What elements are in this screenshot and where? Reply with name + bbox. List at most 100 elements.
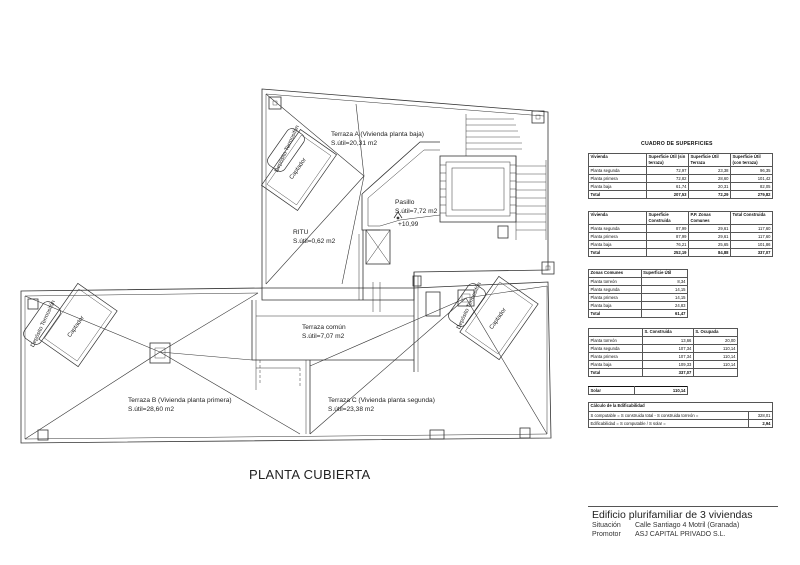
tank-terraza-c bbox=[448, 283, 486, 327]
cell: 72,97 bbox=[646, 166, 689, 175]
situacion-value: Calle Santiago 4 Motril (Granada) bbox=[635, 522, 740, 529]
table-useful-area: Vivienda Superficie Útil (sin terraza) S… bbox=[588, 153, 773, 199]
cell: 61,47 bbox=[640, 309, 689, 318]
cell: 72,82 bbox=[646, 174, 689, 183]
col-header bbox=[588, 328, 643, 337]
cell: 20,00 bbox=[692, 336, 739, 345]
cell: 207,53 bbox=[646, 190, 689, 199]
table-edificabilidad: Cálculo de la Edificabilidad S computabl… bbox=[588, 402, 774, 428]
situacion-row: Situación Calle Santiago 4 Motril (Granad… bbox=[592, 522, 739, 529]
cell: Planta torreón bbox=[588, 336, 643, 345]
room-ritu-name: RITU bbox=[293, 229, 309, 236]
table-total-row: Solar 110,14 bbox=[587, 386, 688, 395]
cell: 28,60 bbox=[688, 174, 731, 183]
table-row: Planta segunda 87,99 29,61 117,60 bbox=[588, 224, 773, 233]
table-row: Planta baja 76,21 25,65 101,86 bbox=[588, 240, 773, 249]
cell: Planta primera bbox=[588, 174, 647, 183]
table-row: S computable = S construida total - S co… bbox=[588, 411, 774, 420]
stair-core bbox=[439, 155, 517, 223]
room-ritu-area: S.útil=0,62 m2 bbox=[293, 238, 336, 245]
cell: Planta segunda bbox=[588, 166, 647, 175]
cell: Planta baja bbox=[588, 301, 642, 310]
cell: 76,21 bbox=[646, 240, 689, 249]
table-total-row: Edificabilidad = S computable / S solar … bbox=[588, 419, 774, 428]
table-built-occupied: S. Construida S. Ocupada Planta torreón … bbox=[588, 328, 739, 377]
cell: 107,34 bbox=[641, 352, 694, 361]
cell: Planta segunda bbox=[588, 344, 643, 353]
situacion-label: Situación bbox=[592, 522, 621, 529]
col-header: Cálculo de la Edificabilidad bbox=[588, 402, 773, 412]
table-row: Planta primera 87,99 29,61 117,60 bbox=[588, 232, 773, 241]
col-header: S. Ocupada bbox=[692, 328, 739, 337]
promotor-label: Promotor bbox=[592, 531, 621, 538]
col-header: Superficie Útil Terraza bbox=[688, 153, 731, 167]
room-terraza-b-area: S.útil=28,60 m2 bbox=[128, 406, 175, 413]
cell: 107,34 bbox=[641, 344, 694, 353]
room-terraza-c-name: Terraza C (Vivienda planta segunda) bbox=[328, 397, 435, 404]
cell: 101,86 bbox=[730, 240, 773, 249]
table-row: Planta primera 72,82 28,60 101,42 bbox=[588, 174, 773, 183]
col-header: Superficie Útil (sin terraza) bbox=[646, 153, 689, 167]
cell: 87,99 bbox=[646, 224, 689, 233]
cell: Planta baja bbox=[588, 240, 647, 249]
pasillo-level: +10,99 bbox=[398, 221, 419, 228]
cell: Total bbox=[588, 368, 643, 377]
tank-terraza-a bbox=[267, 128, 305, 172]
cell: 72,29 bbox=[688, 190, 731, 199]
promotor-row: Promotor ASJ CAPITAL PRIVADO S.L. bbox=[592, 531, 726, 538]
cell: 84,88 bbox=[688, 248, 731, 257]
cell: 328,01 bbox=[747, 411, 774, 420]
cell: S computable = S construida total - S co… bbox=[588, 411, 749, 420]
cell: 101,42 bbox=[730, 174, 773, 183]
table-row: Planta segunda 72,97 23,38 96,35 bbox=[588, 166, 773, 175]
cell: 8,34 bbox=[640, 277, 689, 286]
table-total-row: Total 337,07 bbox=[588, 368, 739, 377]
cell: 109,33 bbox=[641, 360, 694, 369]
solar-panel-terraza-b bbox=[38, 282, 118, 368]
project-title: Edificio plurifamiliar de 3 viviendas bbox=[592, 509, 753, 521]
table-row: Planta baja 24,83 bbox=[588, 301, 689, 310]
cell: 110,14 bbox=[634, 386, 688, 395]
cell: Total bbox=[588, 190, 647, 199]
table-total-row: Total 207,53 72,29 279,82 bbox=[588, 190, 773, 199]
cell: Planta baja bbox=[588, 360, 643, 369]
col-header: Superficie Construida bbox=[646, 211, 689, 225]
cell: Planta primera bbox=[588, 352, 643, 361]
cell: 110,14 bbox=[692, 360, 739, 369]
cell: 337,07 bbox=[641, 368, 694, 377]
table-row: Planta torreón 13,66 20,00 bbox=[588, 336, 739, 345]
cell: 23,38 bbox=[688, 166, 731, 175]
col-header: Superficie Útil bbox=[640, 269, 689, 278]
table-row: Planta primera 107,34 110,14 bbox=[588, 352, 739, 361]
title-block-rule bbox=[588, 506, 778, 507]
col-header: S. Construida bbox=[641, 328, 694, 337]
room-terraza-a-area: S.útil=20,31 m2 bbox=[331, 140, 378, 147]
cell: Planta baja bbox=[588, 182, 647, 191]
tank-terraza-b bbox=[23, 301, 61, 345]
cell: 110,14 bbox=[692, 352, 739, 361]
plan-title: PLANTA CUBIERTA bbox=[249, 467, 371, 482]
cell: Planta primera bbox=[588, 232, 647, 241]
cell: 82,05 bbox=[730, 182, 773, 191]
cell: 14,15 bbox=[640, 293, 689, 302]
promotor-value: ASJ CAPITAL PRIVADO S.L. bbox=[635, 531, 726, 538]
cell: 117,60 bbox=[730, 224, 773, 233]
cell: 25,65 bbox=[688, 240, 731, 249]
cell: 29,61 bbox=[688, 224, 731, 233]
table-row: Planta primera 14,15 bbox=[588, 293, 689, 302]
room-terraza-c-area: S.útil=23,38 m2 bbox=[328, 406, 375, 413]
room-terraza-comun-name: Terraza común bbox=[302, 324, 346, 331]
cell: 29,61 bbox=[688, 232, 731, 241]
cell: Planta segunda bbox=[588, 224, 647, 233]
cell: Planta torreón bbox=[588, 277, 642, 286]
table-row: Planta torreón 8,34 bbox=[588, 277, 689, 286]
cell: 96,35 bbox=[730, 166, 773, 175]
cell: 279,82 bbox=[730, 190, 773, 199]
cell: Planta primera bbox=[588, 293, 642, 302]
cell: 110,14 bbox=[692, 344, 739, 353]
cell: 87,99 bbox=[646, 232, 689, 241]
col-header: Superficie Útil (con terraza) bbox=[730, 153, 773, 167]
room-terraza-comun-area: S.útil=7,07 m2 bbox=[302, 333, 345, 340]
cell: 24,83 bbox=[640, 301, 689, 310]
